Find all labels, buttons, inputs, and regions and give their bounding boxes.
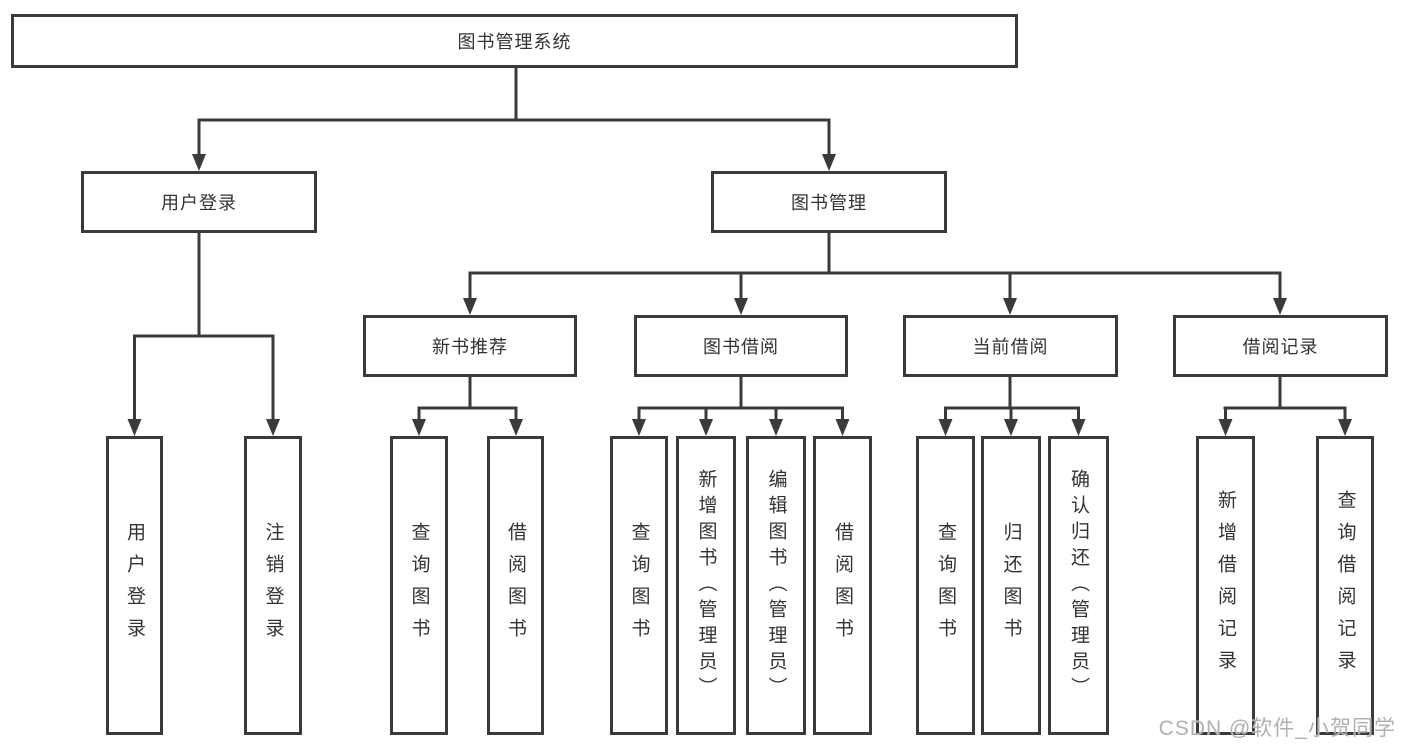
arrow-down-icon <box>1218 419 1233 436</box>
arrow-down-icon <box>192 154 206 171</box>
leaf-label: 新增借阅记录 <box>1215 489 1236 682</box>
arrow-down-icon <box>1004 419 1018 436</box>
arrow-down-icon <box>938 419 953 436</box>
leaf-label: 编辑图书（管理员） <box>765 468 787 703</box>
node-user-login: 用户登录 <box>81 171 317 233</box>
watermark: CSDN @软件_小贺同学 <box>1158 717 1396 740</box>
arrow-down-icon <box>1338 419 1352 436</box>
arrow-down-icon <box>632 419 646 436</box>
connector-currentborrow-to-leaves <box>944 377 1080 421</box>
arrow-down-icon <box>1273 298 1287 315</box>
leaf-add-borrow-record: 新增借阅记录 <box>1196 436 1255 735</box>
arrow-down-icon <box>699 419 713 436</box>
connector-newbookrec-to-leaves <box>417 377 518 421</box>
leaf-borrow-books: 借阅图书 <box>813 436 872 735</box>
node-new-book-recommendation: 新书推荐 <box>363 315 577 377</box>
node-book-borrowing: 图书借阅 <box>634 315 848 377</box>
connector-bookborrow-to-leaves <box>637 377 844 421</box>
node-label: 图书管理 <box>791 193 867 213</box>
node-current-borrowing: 当前借阅 <box>903 315 1118 377</box>
node-book-management: 图书管理 <box>711 171 947 233</box>
leaf-query-books-newrec: 查询图书 <box>390 436 448 735</box>
connector-userlogin-to-leaves <box>133 233 275 421</box>
arrow-down-icon <box>463 298 477 315</box>
node-label: 图书借阅 <box>703 337 779 357</box>
node-borrowing-records: 借阅记录 <box>1173 315 1388 377</box>
leaf-query-books-borrow: 查询图书 <box>610 436 668 735</box>
leaf-confirm-return-admin: 确认归还（管理员） <box>1048 436 1109 735</box>
arrow-down-icon <box>835 419 850 436</box>
arrow-down-icon <box>412 419 426 436</box>
leaf-label: 注销登录 <box>262 521 284 650</box>
arrow-down-icon <box>509 419 523 436</box>
node-label: 当前借阅 <box>972 337 1049 357</box>
leaf-query-borrow-record: 查询借阅记录 <box>1316 436 1374 735</box>
node-label: 图书管理系统 <box>457 32 572 52</box>
leaf-query-books-current: 查询图书 <box>916 436 975 735</box>
connector-borrowrecords-to-leaves <box>1223 377 1347 421</box>
leaf-borrow-books-newrec: 借阅图书 <box>487 436 544 735</box>
connector-root-to-level2 <box>197 68 831 156</box>
leaf-return-book: 归还图书 <box>981 436 1041 735</box>
arrow-down-icons <box>127 154 1352 436</box>
leaf-label: 确认归还（管理员） <box>1068 468 1089 703</box>
leaf-label: 借阅图书 <box>505 521 526 650</box>
arrow-down-icon <box>266 419 280 436</box>
leaf-label: 新增图书（管理员） <box>695 468 717 703</box>
node-label: 用户登录 <box>161 193 237 213</box>
leaf-label: 查询图书 <box>935 521 956 650</box>
leaf-label: 借阅图书 <box>832 521 853 650</box>
arrow-down-icon <box>1071 419 1086 436</box>
node-label: 借阅记录 <box>1242 337 1319 357</box>
arrow-down-icon <box>769 419 783 436</box>
arrow-down-icon <box>127 419 142 436</box>
leaf-user-login: 用户登录 <box>106 436 163 735</box>
leaf-label: 查询图书 <box>628 521 650 650</box>
leaf-label: 归还图书 <box>1000 521 1022 650</box>
connector-bookmgmt-to-level3 <box>468 233 1282 300</box>
leaf-label: 查询图书 <box>408 521 430 650</box>
arrow-down-icon <box>822 154 836 171</box>
leaf-add-book-admin: 新增图书（管理员） <box>676 436 736 735</box>
node-library-management-system: 图书管理系统 <box>11 14 1018 68</box>
leaf-label: 查询借阅记录 <box>1334 489 1356 682</box>
arrow-down-icon <box>1003 298 1017 315</box>
leaf-logout: 注销登录 <box>244 436 302 735</box>
arrow-down-icon <box>734 298 748 315</box>
node-label: 新书推荐 <box>432 337 508 357</box>
leaf-label: 用户登录 <box>124 521 145 650</box>
leaf-edit-book-admin: 编辑图书（管理员） <box>746 436 806 735</box>
